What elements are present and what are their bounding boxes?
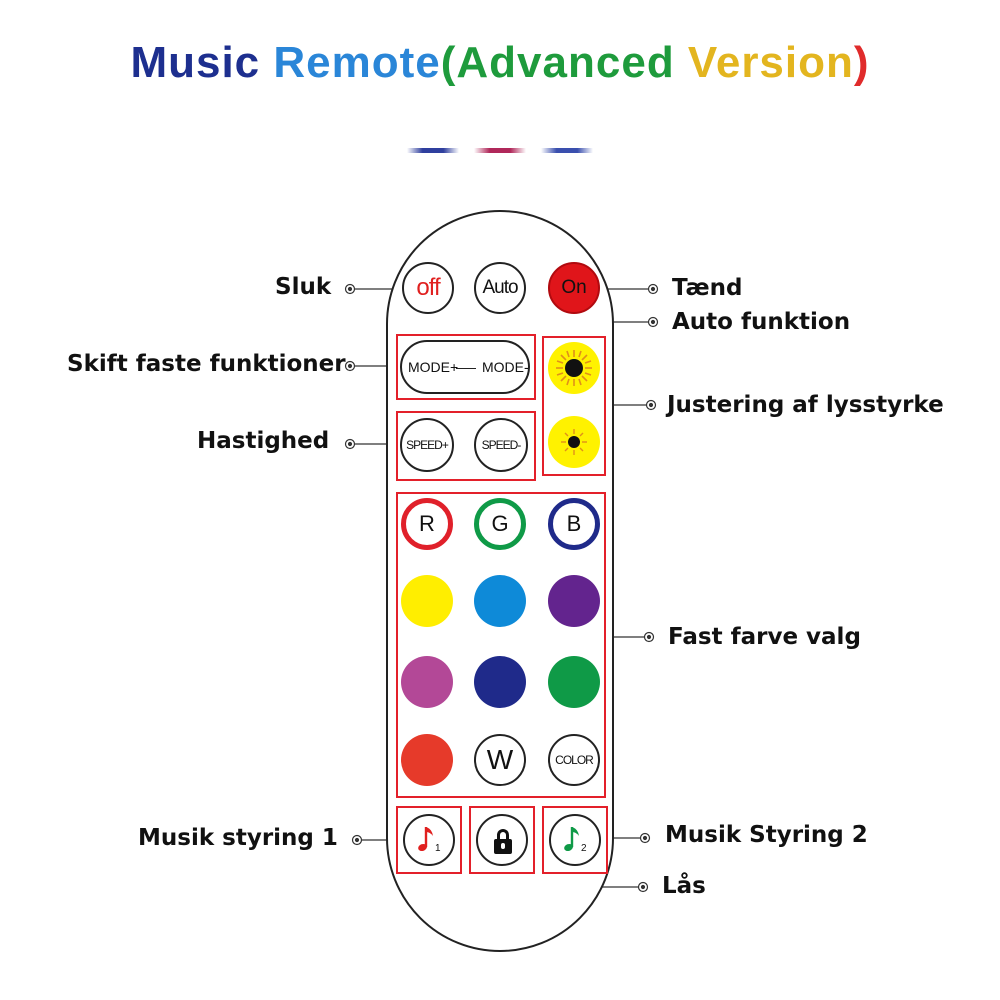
- page-title: Music Remote(Advanced Version): [0, 38, 1000, 88]
- brightness-down-button[interactable]: [548, 416, 600, 468]
- lock-box: [469, 806, 535, 874]
- title-part: Music: [130, 38, 274, 87]
- music-2-number: 2: [581, 843, 587, 854]
- speed-minus-button[interactable]: SPEED-: [474, 418, 528, 472]
- musik-styring-2-label: Musik Styring 2: [665, 822, 868, 848]
- speed-minus-label: SPEED-: [481, 438, 522, 452]
- music-2-button[interactable]: 2: [549, 814, 601, 866]
- mode-minus-button[interactable]: MODE-: [482, 359, 529, 375]
- speed-plus-button[interactable]: SPEED+: [400, 418, 454, 472]
- lock-icon: [478, 816, 530, 868]
- on-label: On: [561, 277, 587, 298]
- speed-plus-label: SPEED+: [406, 438, 449, 452]
- dark-blue-color-button[interactable]: [474, 656, 526, 708]
- yellow-color-button[interactable]: [401, 575, 453, 627]
- g-label: G: [491, 511, 509, 536]
- green-color-button[interactable]: [548, 656, 600, 708]
- color-cycle-button[interactable]: COLOR: [548, 734, 600, 786]
- sun-icon: [561, 429, 587, 455]
- taend-label: Tænd: [672, 275, 743, 301]
- mode-plus-button[interactable]: MODE+: [408, 359, 459, 375]
- mode-group-box: [396, 334, 536, 400]
- speed-group-box: [396, 411, 536, 481]
- green-g-button[interactable]: G: [474, 498, 526, 550]
- color-label: COLOR: [555, 753, 594, 767]
- hastighed-label: Hastighed: [197, 428, 330, 454]
- fast-farve-valg-label: Fast farve valg: [668, 624, 861, 650]
- on-button[interactable]: On: [548, 262, 600, 314]
- music2-box: [542, 806, 608, 874]
- musik-styring-1-label: Musik styring 1: [138, 825, 338, 851]
- music-1-button[interactable]: 1: [403, 814, 455, 866]
- b-label: B: [566, 511, 582, 536]
- red-r-button[interactable]: R: [401, 498, 453, 550]
- skift-faste-funktioner-label: Skift faste funktioner: [67, 351, 346, 377]
- mode-divider: [456, 368, 476, 369]
- music-note-icon: [418, 827, 433, 852]
- purple-color-button[interactable]: [548, 575, 600, 627]
- decor-bar: [407, 148, 459, 153]
- music-note-icon: [564, 827, 579, 852]
- pink-color-button[interactable]: [401, 656, 453, 708]
- light-blue-color-button[interactable]: [474, 575, 526, 627]
- off-label: off: [416, 274, 440, 301]
- auto-funktion-label: Auto funktion: [672, 309, 851, 335]
- laas-label: Lås: [662, 873, 706, 899]
- title-part: ): [853, 38, 870, 87]
- blue-b-button[interactable]: B: [548, 498, 600, 550]
- off-button[interactable]: off: [402, 262, 454, 314]
- sluk-label: Sluk: [275, 274, 332, 300]
- brightness-group-box: [542, 336, 606, 476]
- decor-bar: [474, 148, 526, 153]
- color-group-box: [396, 492, 606, 798]
- auto-button[interactable]: Auto: [474, 262, 526, 314]
- title-part: Remote: [273, 38, 441, 87]
- w-label: W: [486, 744, 514, 775]
- music1-box: [396, 806, 462, 874]
- mode-pill: MODE+ MODE-: [400, 340, 530, 394]
- white-w-button[interactable]: W: [474, 734, 526, 786]
- r-label: R: [419, 511, 435, 536]
- title-part: Version: [687, 38, 854, 87]
- decor-bar: [541, 148, 593, 153]
- brightness-up-button[interactable]: [548, 342, 600, 394]
- red-color-button[interactable]: [401, 734, 453, 786]
- lysstyrke-label: Justering af lysstyrke: [667, 392, 944, 418]
- sun-icon: [556, 350, 592, 386]
- lock-button[interactable]: [476, 814, 528, 866]
- auto-label: Auto: [482, 277, 518, 298]
- title-part: (Advanced: [440, 38, 688, 87]
- music-1-number: 1: [435, 843, 441, 854]
